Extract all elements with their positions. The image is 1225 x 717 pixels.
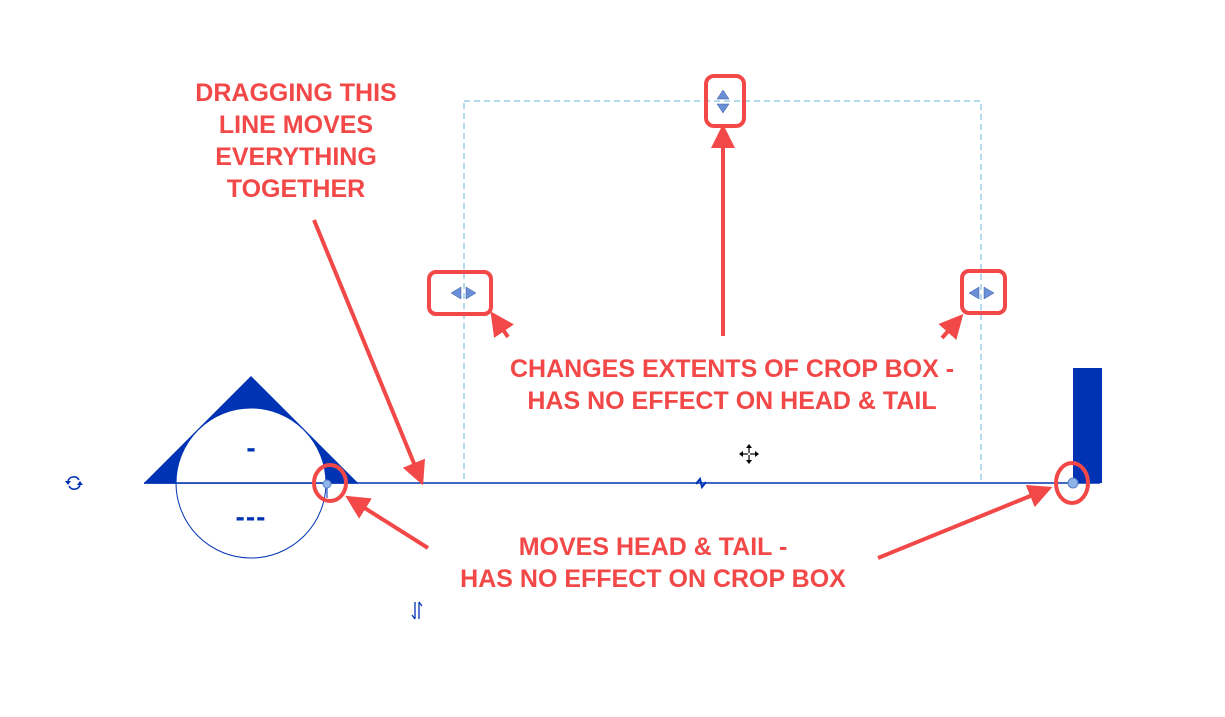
rotate-arrows-icon[interactable] bbox=[65, 476, 83, 490]
section-head-top-mark: - bbox=[246, 432, 256, 463]
arrow-to-section-line bbox=[312, 219, 426, 486]
section-head-bottom-mark: --- bbox=[235, 501, 267, 532]
line-break-icon[interactable] bbox=[695, 476, 707, 490]
section-head-circle-mask bbox=[176, 408, 326, 483]
arrow-to-left-grip bbox=[490, 311, 514, 339]
arrow-to-right-grip bbox=[938, 314, 964, 340]
move-cross-icon bbox=[739, 444, 759, 464]
head-endpoint-grip[interactable] bbox=[322, 479, 332, 489]
arrow-to-head-endpoint bbox=[345, 495, 430, 550]
highlight-left-grip bbox=[427, 270, 493, 316]
crop-left-grip[interactable] bbox=[450, 286, 477, 300]
annotation-drag-line: DRAGGING THIS LINE MOVES EVERYTHING TOGE… bbox=[195, 79, 397, 203]
highlight-head-endpoint bbox=[312, 463, 348, 503]
flip-arrows-icon[interactable] bbox=[411, 601, 423, 620]
annotation-head-tail: MOVES HEAD & TAIL - HAS NO EFFECT ON CRO… bbox=[460, 533, 846, 593]
highlight-right-grip bbox=[960, 269, 1007, 315]
crop-right-grip[interactable] bbox=[968, 286, 995, 300]
arrow-to-tail-endpoint bbox=[877, 484, 1053, 560]
tail-endpoint-grip[interactable] bbox=[1067, 477, 1079, 489]
crop-top-grip[interactable] bbox=[716, 89, 730, 114]
section-head[interactable] bbox=[144, 376, 358, 559]
annotation-crop-extents: CHANGES EXTENTS OF CROP BOX - HAS NO EFF… bbox=[509, 355, 955, 415]
highlight-tail-endpoint bbox=[1054, 461, 1090, 505]
